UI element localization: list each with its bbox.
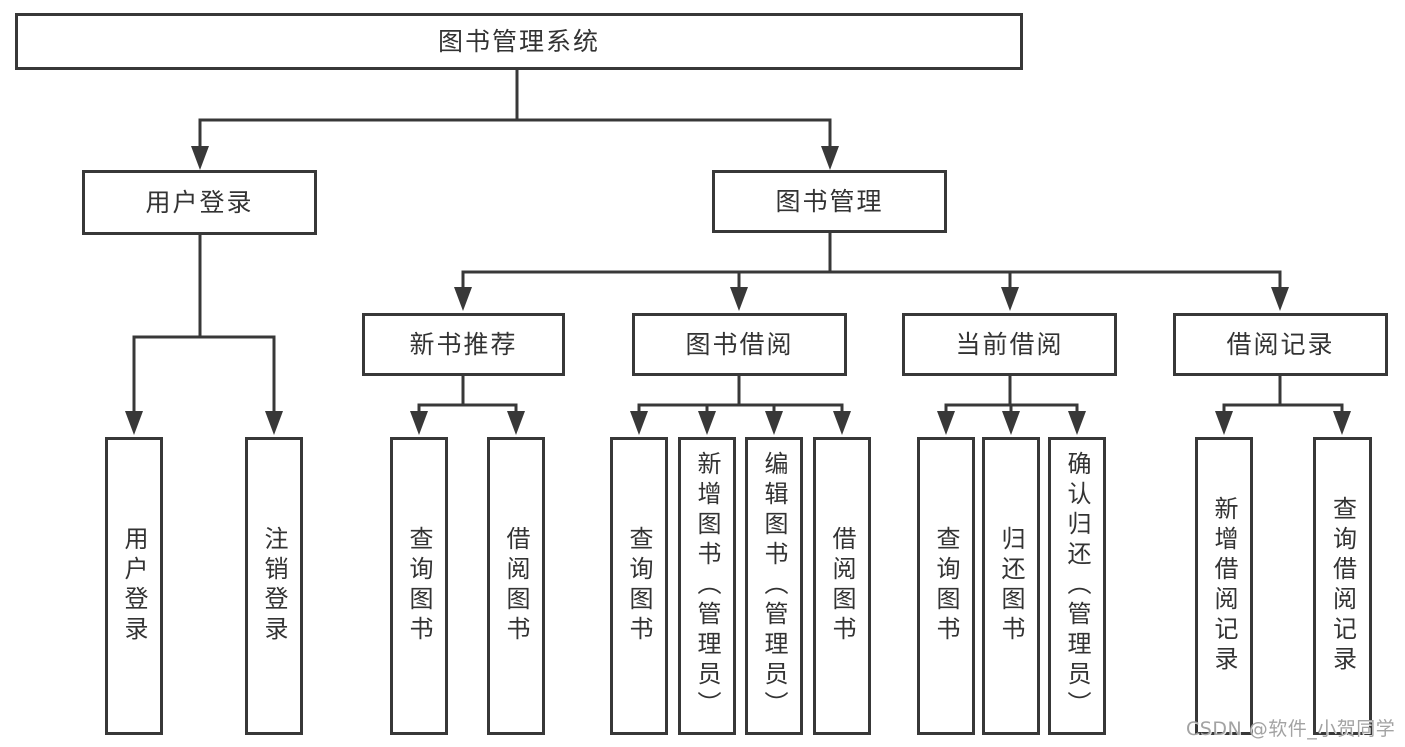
leaf-label: 新增借阅记录 bbox=[1210, 496, 1238, 676]
node-borrowing-records: 借阅记录 bbox=[1173, 313, 1388, 376]
node-label: 图书管理 bbox=[775, 186, 884, 216]
leaf-borrow-books: 借阅图书 bbox=[813, 437, 871, 735]
leaf-label: 查询借阅记录 bbox=[1328, 496, 1357, 676]
connector-current-to-leaves bbox=[937, 376, 1086, 435]
node-new-book-recommendation: 新书推荐 bbox=[362, 313, 565, 376]
leaf-query-books-recommend: 查询图书 bbox=[390, 437, 448, 735]
connector-recommend-to-leaves bbox=[410, 376, 525, 435]
node-label: 当前借阅 bbox=[955, 329, 1064, 359]
connector-user-login-to-leaves bbox=[125, 235, 283, 435]
leaf-query-books-current: 查询图书 bbox=[917, 437, 975, 735]
leaf-edit-books-admin: 编辑图书（管理员） bbox=[745, 437, 803, 735]
leaf-return-books: 归还图书 bbox=[982, 437, 1040, 735]
leaf-label: 查询图书 bbox=[405, 526, 433, 646]
node-label: 图书管理系统 bbox=[437, 26, 600, 56]
csdn-watermark: CSDN @软件_小贺同学 bbox=[1186, 718, 1396, 740]
leaf-user-login: 用户登录 bbox=[105, 437, 163, 735]
node-label: 用户登录 bbox=[145, 187, 254, 217]
leaf-query-borrow-record: 查询借阅记录 bbox=[1313, 437, 1372, 735]
leaf-confirm-return-admin: 确认归还（管理员） bbox=[1048, 437, 1106, 735]
leaf-borrow-books-recommend: 借阅图书 bbox=[487, 437, 545, 735]
leaf-label: 确认归还（管理员） bbox=[1063, 451, 1091, 721]
leaf-label: 新增图书（管理员） bbox=[693, 451, 721, 721]
node-label: 新书推荐 bbox=[409, 329, 518, 359]
leaf-label: 借阅图书 bbox=[828, 526, 856, 646]
leaf-label: 注销登录 bbox=[260, 526, 288, 646]
node-current-borrowing: 当前借阅 bbox=[902, 313, 1117, 376]
node-label: 图书借阅 bbox=[685, 329, 794, 359]
node-label: 借阅记录 bbox=[1226, 329, 1335, 359]
node-book-management: 图书管理 bbox=[712, 170, 947, 233]
leaf-label: 查询图书 bbox=[625, 526, 653, 646]
leaf-logout: 注销登录 bbox=[245, 437, 303, 735]
leaf-add-borrow-record: 新增借阅记录 bbox=[1195, 437, 1253, 735]
node-user-login: 用户登录 bbox=[82, 170, 317, 235]
connector-records-to-leaves bbox=[1215, 376, 1351, 435]
connector-borrow-to-leaves bbox=[630, 376, 851, 435]
leaf-add-books-admin: 新增图书（管理员） bbox=[678, 437, 736, 735]
node-book-management-system: 图书管理系统 bbox=[15, 13, 1023, 70]
node-book-borrowing: 图书借阅 bbox=[632, 313, 847, 376]
leaf-label: 查询图书 bbox=[932, 526, 960, 646]
leaf-label: 用户登录 bbox=[120, 526, 148, 646]
leaf-label: 编辑图书（管理员） bbox=[760, 451, 788, 721]
leaf-label: 借阅图书 bbox=[502, 526, 530, 646]
leaf-label: 归还图书 bbox=[997, 526, 1025, 646]
connector-book-mgmt-to-level3 bbox=[454, 233, 1289, 311]
leaf-query-books-borrow: 查询图书 bbox=[610, 437, 668, 735]
connector-root-to-level2 bbox=[191, 70, 839, 170]
